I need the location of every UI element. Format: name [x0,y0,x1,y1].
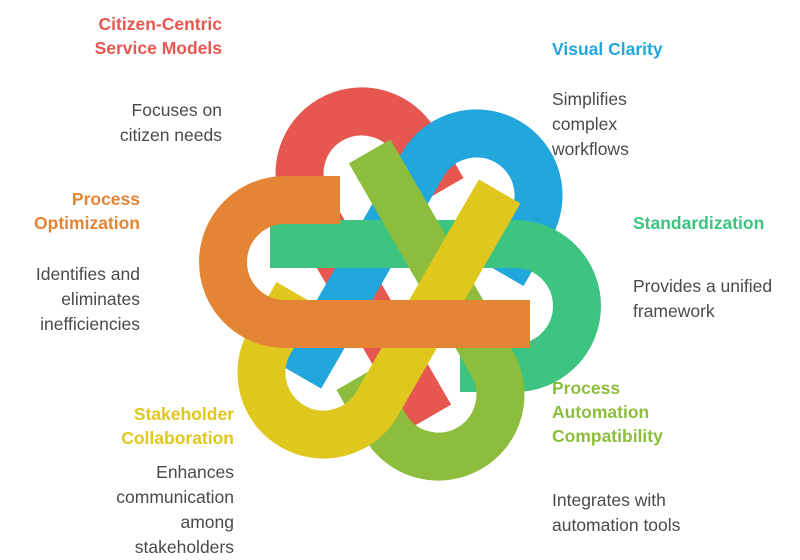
process-automation-title: Process Automation Compatibility [552,378,663,446]
citizen-centric-title: Citizen-Centric Service Models [94,14,222,58]
citizen-centric-description: Focuses on citizen needs [119,100,222,145]
loop-stakeholder-collaboration [237,179,521,459]
process-automation-description: Integrates with automation tools [552,490,681,535]
loop-process-automation [336,139,525,481]
loop-process-optimization [199,176,530,348]
item-citizen-centric: Citizen-Centric Service Models [50,12,222,60]
stakeholder-collaboration-description: Enhances communication among stakeholder… [116,462,234,557]
process-optimization-title: Process Optimization [34,189,140,233]
visual-clarity-title: Visual Clarity [552,39,663,59]
process-optimization-description: Identifies and eliminates inefficiencies [35,264,140,334]
loop-visual-clarity [279,109,563,389]
visual-clarity-description: Simplifies complex workflows [552,89,629,159]
standardization-description: Provides a unified framework [633,276,773,321]
standardization-title: Standardization [633,213,765,233]
loop-group [199,87,601,481]
stakeholder-collaboration-title: Stakeholder Collaboration [121,404,234,448]
loop-standardization [270,220,601,392]
